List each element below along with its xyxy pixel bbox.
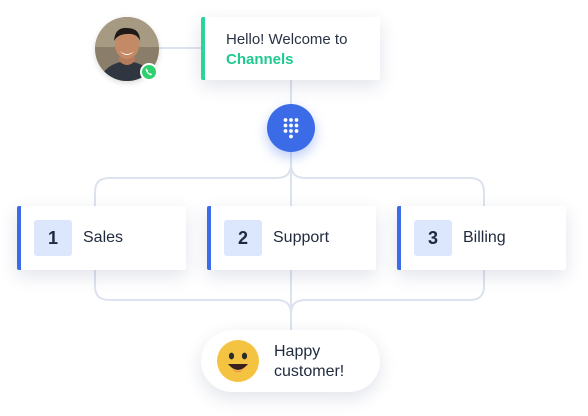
- menu-option-billing: 3 Billing: [397, 206, 566, 270]
- menu-option-sales: 1 Sales: [17, 206, 186, 270]
- option-number: 2: [224, 220, 262, 256]
- welcome-text: Hello! Welcome to: [226, 31, 348, 48]
- whatsapp-phone-icon: [140, 63, 158, 81]
- brand-name: Channels: [226, 51, 294, 68]
- caller-avatar: [95, 17, 159, 81]
- menu-option-support: 2 Support: [207, 206, 376, 270]
- welcome-message-card: Hello! Welcome to Channels: [201, 17, 380, 80]
- option-number: 1: [34, 220, 72, 256]
- happy-customer-bubble: Happy customer!: [201, 330, 380, 392]
- smiley-face-icon: [216, 339, 260, 383]
- outcome-text: Happy customer!: [274, 343, 345, 380]
- option-label: Support: [273, 229, 330, 246]
- option-number: 3: [414, 220, 452, 256]
- dialpad-icon: [267, 104, 315, 152]
- option-label: Billing: [463, 229, 506, 246]
- option-label: Sales: [83, 229, 124, 246]
